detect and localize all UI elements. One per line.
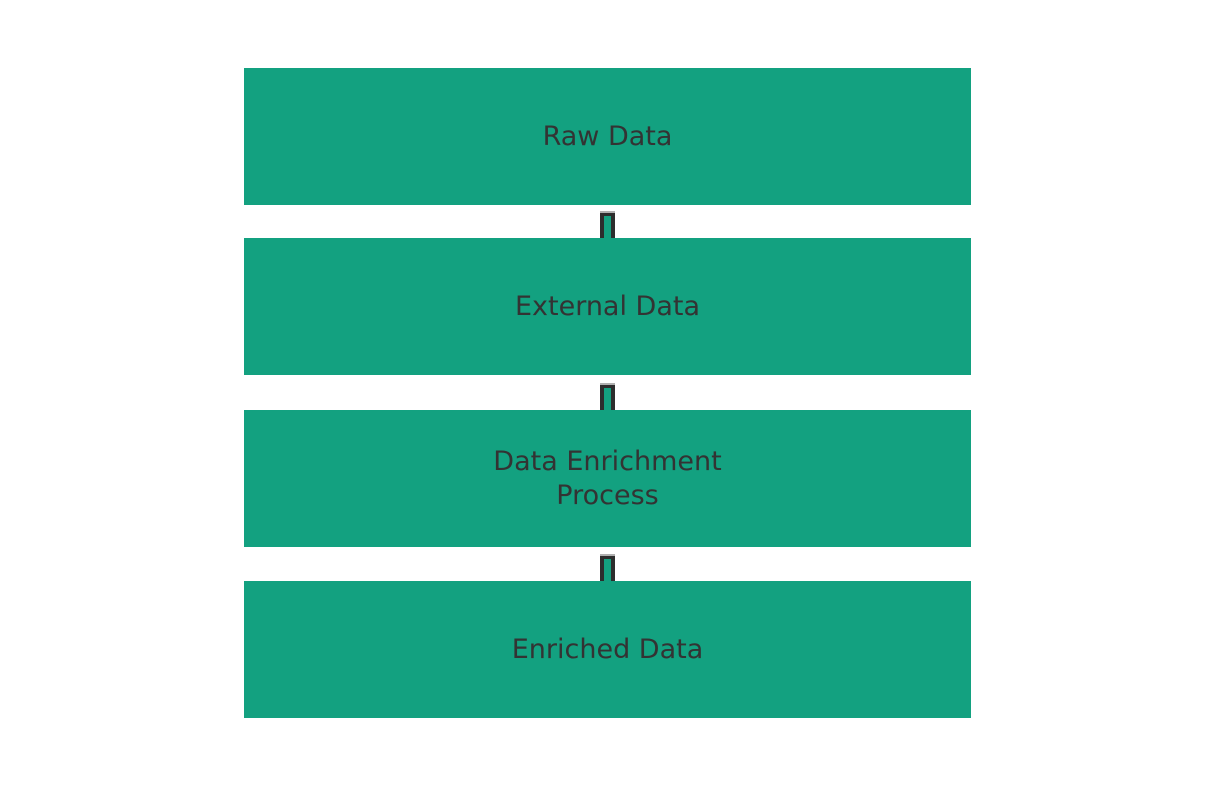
node-label: Enriched Data bbox=[511, 633, 704, 665]
connector-stub-icon bbox=[600, 211, 615, 238]
node-external-data: External Data bbox=[244, 238, 971, 375]
node-data-enrichment-process: Data Enrichment Process bbox=[244, 410, 971, 547]
node-label: External Data bbox=[514, 290, 701, 322]
node-enriched-data: Enriched Data bbox=[244, 581, 971, 718]
node-label: Raw Data bbox=[542, 120, 673, 152]
connector-stub-icon bbox=[600, 383, 615, 410]
node-raw-data: Raw Data bbox=[244, 68, 971, 205]
node-label: Data Enrichment Process bbox=[493, 445, 722, 511]
connector-stub-icon bbox=[600, 554, 615, 581]
